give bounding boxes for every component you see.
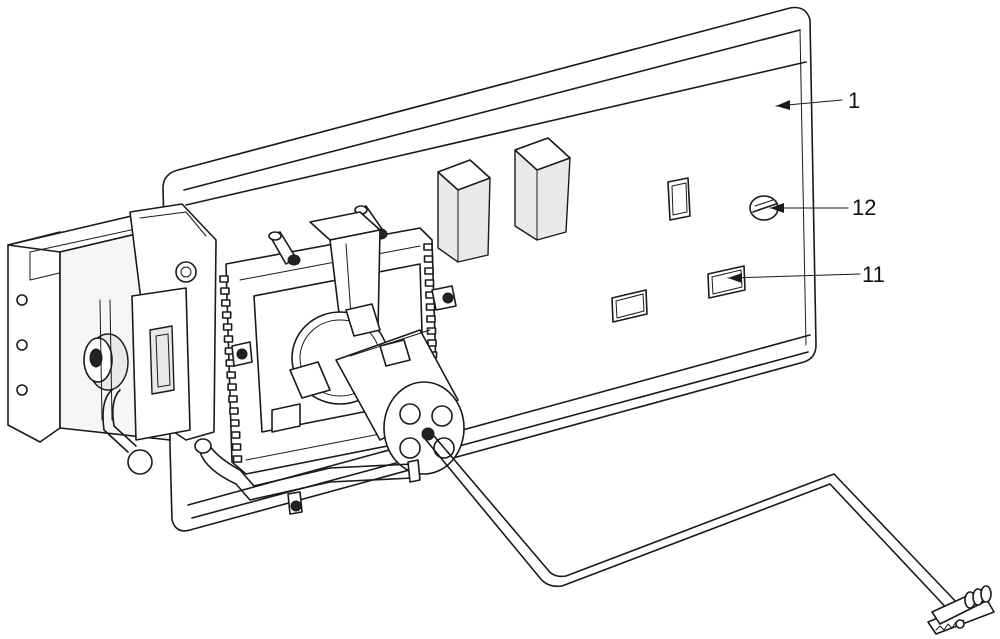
frame-tooth — [231, 420, 239, 426]
frame-tooth — [425, 268, 433, 274]
switch-right — [515, 138, 570, 240]
frame-tooth — [228, 384, 236, 390]
frame-tooth — [225, 336, 233, 342]
frame-tooth — [427, 316, 435, 322]
frame-tooth — [229, 396, 237, 402]
frame-tooth — [224, 324, 232, 330]
alligator-clip — [928, 586, 994, 634]
frame-tooth — [232, 432, 240, 438]
socket-slot-vertical — [668, 178, 690, 220]
frame-tooth — [222, 300, 230, 306]
frame-tooth — [428, 340, 436, 346]
frame-tooth — [227, 372, 235, 378]
frame-tooth — [220, 276, 228, 282]
frame-tooth — [223, 312, 231, 318]
callout-label-12: 12 — [852, 195, 876, 220]
clamp-plate — [130, 204, 216, 440]
callout-label-1: 1 — [848, 88, 860, 113]
frame-tooth — [426, 280, 434, 286]
probe-wire — [426, 436, 960, 616]
switch-left — [438, 160, 490, 262]
frame-tooth — [424, 244, 432, 250]
frame-tooth — [234, 456, 242, 462]
frame-tooth — [425, 256, 433, 262]
frame-tooth — [233, 444, 241, 450]
frame-tooth — [428, 328, 436, 334]
frame-tooth — [221, 288, 229, 294]
frame-tooth — [230, 408, 238, 414]
callout-label-11: 11 — [862, 262, 885, 287]
frame-tooth — [427, 304, 435, 310]
